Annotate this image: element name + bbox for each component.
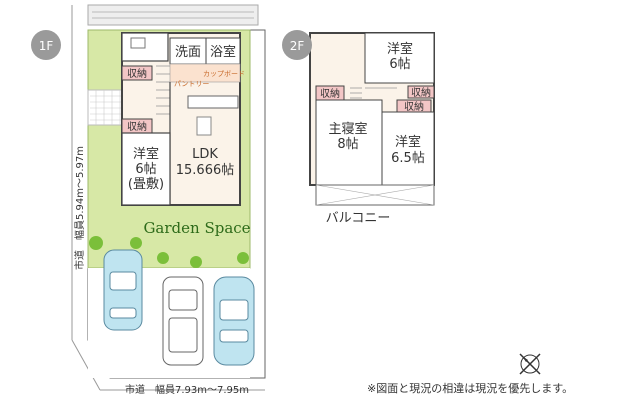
yoshitsu-2f-top: [364, 32, 435, 84]
label-washitsu-size: 6帖: [135, 162, 156, 177]
stairs-1f: [156, 65, 170, 115]
label-yoshitsu-right-name: 洋室: [395, 134, 421, 150]
label-cupboard: カップボード: [203, 70, 245, 78]
label-washitsu-note: (畳敷): [128, 177, 164, 192]
shrubs: [89, 236, 249, 268]
road-side-label: 市道 幅員5.94m〜5.97m: [73, 146, 86, 270]
label-master-size: 8帖: [337, 137, 358, 152]
pantry: [169, 63, 241, 83]
bath: [205, 37, 241, 65]
label-storage-2f-right-top: 収納: [411, 86, 431, 99]
washitsu: [121, 132, 171, 206]
label-ldk-size: 15.666帖: [176, 163, 235, 178]
label-yoshitsu-top-name: 洋室: [387, 41, 413, 57]
washroom: [169, 37, 207, 65]
label-storage-2f-left: 収納: [320, 87, 340, 100]
car-left: [103, 249, 143, 331]
label-balcony: バルコニー: [326, 211, 391, 226]
svg-text:2F: 2F: [290, 39, 305, 53]
garden-label: Garden Space: [143, 219, 250, 237]
label-washitsu-name: 洋室: [133, 146, 159, 162]
car-middle: [162, 276, 204, 366]
label-ldk-name: LDK: [192, 147, 218, 162]
label-washroom: 洗面: [175, 45, 201, 60]
label-bath: 浴室: [210, 44, 236, 60]
compass-icon: [519, 353, 541, 375]
fence: [87, 4, 259, 26]
stairs-2f: [350, 87, 397, 99]
svg-text:1F: 1F: [39, 39, 54, 53]
floor-badge-2f: 2F: [282, 30, 312, 60]
floor-badge-1f: 1F: [31, 30, 61, 60]
storage-2f-right-top: [407, 85, 435, 99]
label-master-name: 主寝室: [328, 121, 367, 137]
yoshitsu-2f-right: [381, 111, 435, 186]
label-yoshitsu-top-size: 6帖: [389, 57, 410, 72]
dining-table: [196, 116, 212, 136]
road-bottom-label: 市道 幅員7.93m〜7.95m: [125, 383, 249, 396]
label-pantry: パントリー: [174, 80, 209, 88]
label-storage-1f-mid: 収納: [127, 120, 147, 133]
label-storage-2f-right: 収納: [404, 100, 424, 113]
master-bedroom: [315, 99, 383, 186]
label-storage-1f-top: 収納: [127, 67, 147, 80]
label-yoshitsu-right-size: 6.5帖: [391, 151, 425, 166]
storage-1f-top: [121, 65, 153, 81]
disclaimer-note: ※図面と現況の相違は現況を優先します。: [367, 382, 574, 395]
kitchen-counter: [187, 95, 239, 109]
car-right: [213, 276, 255, 366]
